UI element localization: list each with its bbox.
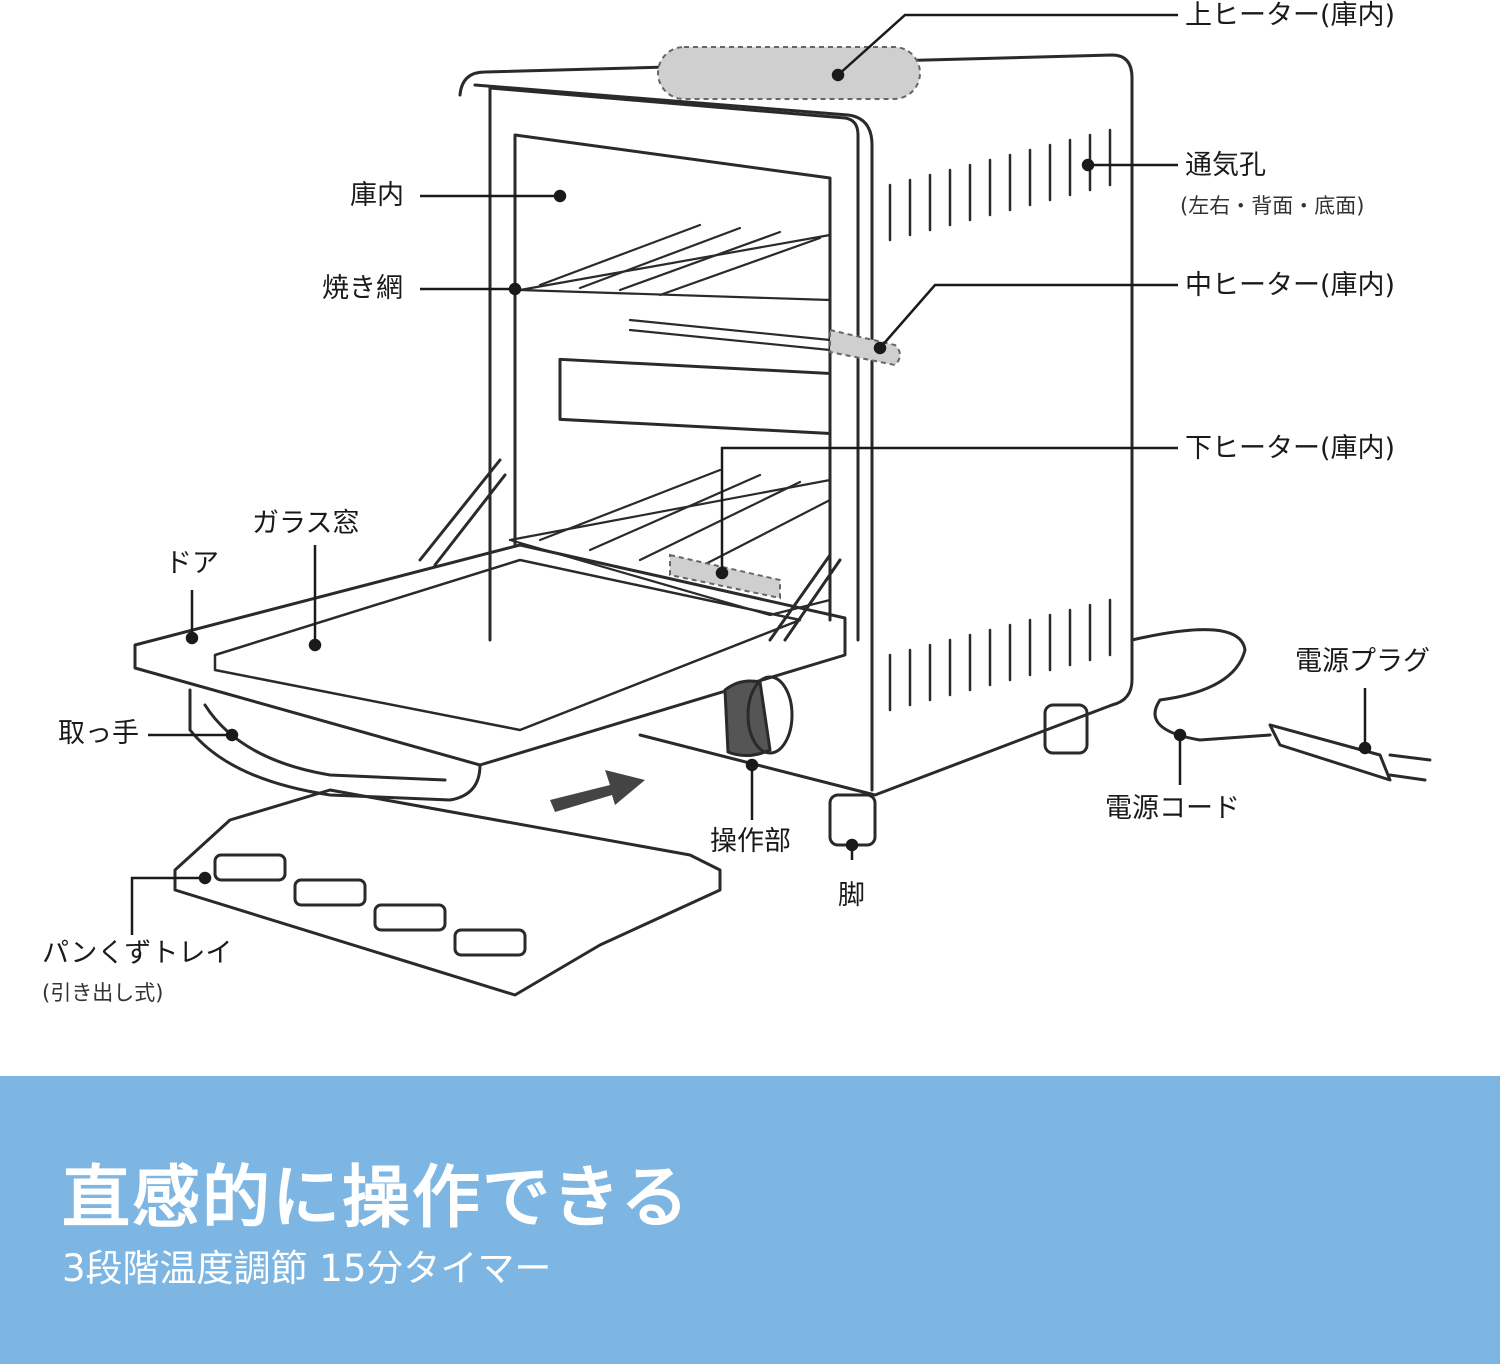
- power-plug-shape: [1268, 723, 1392, 782]
- inner-panel: [558, 357, 832, 436]
- toaster-body: [458, 53, 1134, 797]
- mid-heater-shape: [829, 328, 901, 367]
- label-vent-sub: (左右・背面・底面): [1180, 194, 1365, 218]
- label-door: ドア: [165, 548, 219, 579]
- upper-rack: [518, 223, 832, 352]
- label-power-cord: 電源コード: [1105, 793, 1240, 824]
- toaster-front-edge: [473, 83, 874, 792]
- door-hinge-left: [418, 458, 507, 567]
- chamber-frame: [488, 86, 860, 642]
- crumb-tray-shape: [173, 788, 722, 997]
- vent-slots-top: [888, 128, 1112, 242]
- label-crumb-tray: パンくずトレイ: [42, 938, 233, 969]
- label-vent: 通気孔: [1185, 150, 1266, 181]
- vent-slots-bottom: [888, 598, 1112, 712]
- label-crumb-tray-sub: (引き出し式): [42, 981, 164, 1005]
- label-chamber: 庫内: [350, 180, 404, 211]
- foot-front: [828, 793, 877, 847]
- door-panel: [133, 543, 847, 767]
- door-hinge-right: [768, 553, 842, 642]
- label-grill-rack: 焼き網: [322, 273, 403, 304]
- label-glass-window: ガラス窓: [252, 508, 360, 539]
- banner-subline: 3段階温度調節 15分タイマー: [62, 1247, 552, 1290]
- label-power-plug: 電源プラグ: [1295, 646, 1430, 677]
- handle-shape: [188, 688, 482, 802]
- insert-arrow: [550, 770, 645, 812]
- label-controls: 操作部: [710, 826, 791, 857]
- toaster-diagram: 上ヒーター(庫内) 通気孔 (左右・背面・底面) 中ヒーター(庫内) 下ヒーター…: [42, 0, 1432, 1005]
- top-heater-shape: [657, 46, 921, 100]
- foot-back: [1043, 703, 1089, 755]
- label-mid-heater: 中ヒーター(庫内): [1185, 270, 1396, 301]
- feature-banner: [0, 1076, 1500, 1364]
- label-handle: 取っ手: [58, 718, 139, 749]
- toaster-illustration: [130, 13, 1432, 997]
- lower-rack: [508, 468, 832, 617]
- power-cord-shape: [1130, 628, 1272, 742]
- banner-headline: 直感的に操作できる: [62, 1159, 691, 1238]
- label-bottom-heater: 下ヒーター(庫内): [1185, 433, 1396, 464]
- label-feet: 脚: [838, 880, 865, 911]
- glass-window-shape: [213, 558, 802, 732]
- label-top-heater: 上ヒーター(庫内): [1185, 0, 1396, 31]
- chamber-inner: [513, 133, 832, 622]
